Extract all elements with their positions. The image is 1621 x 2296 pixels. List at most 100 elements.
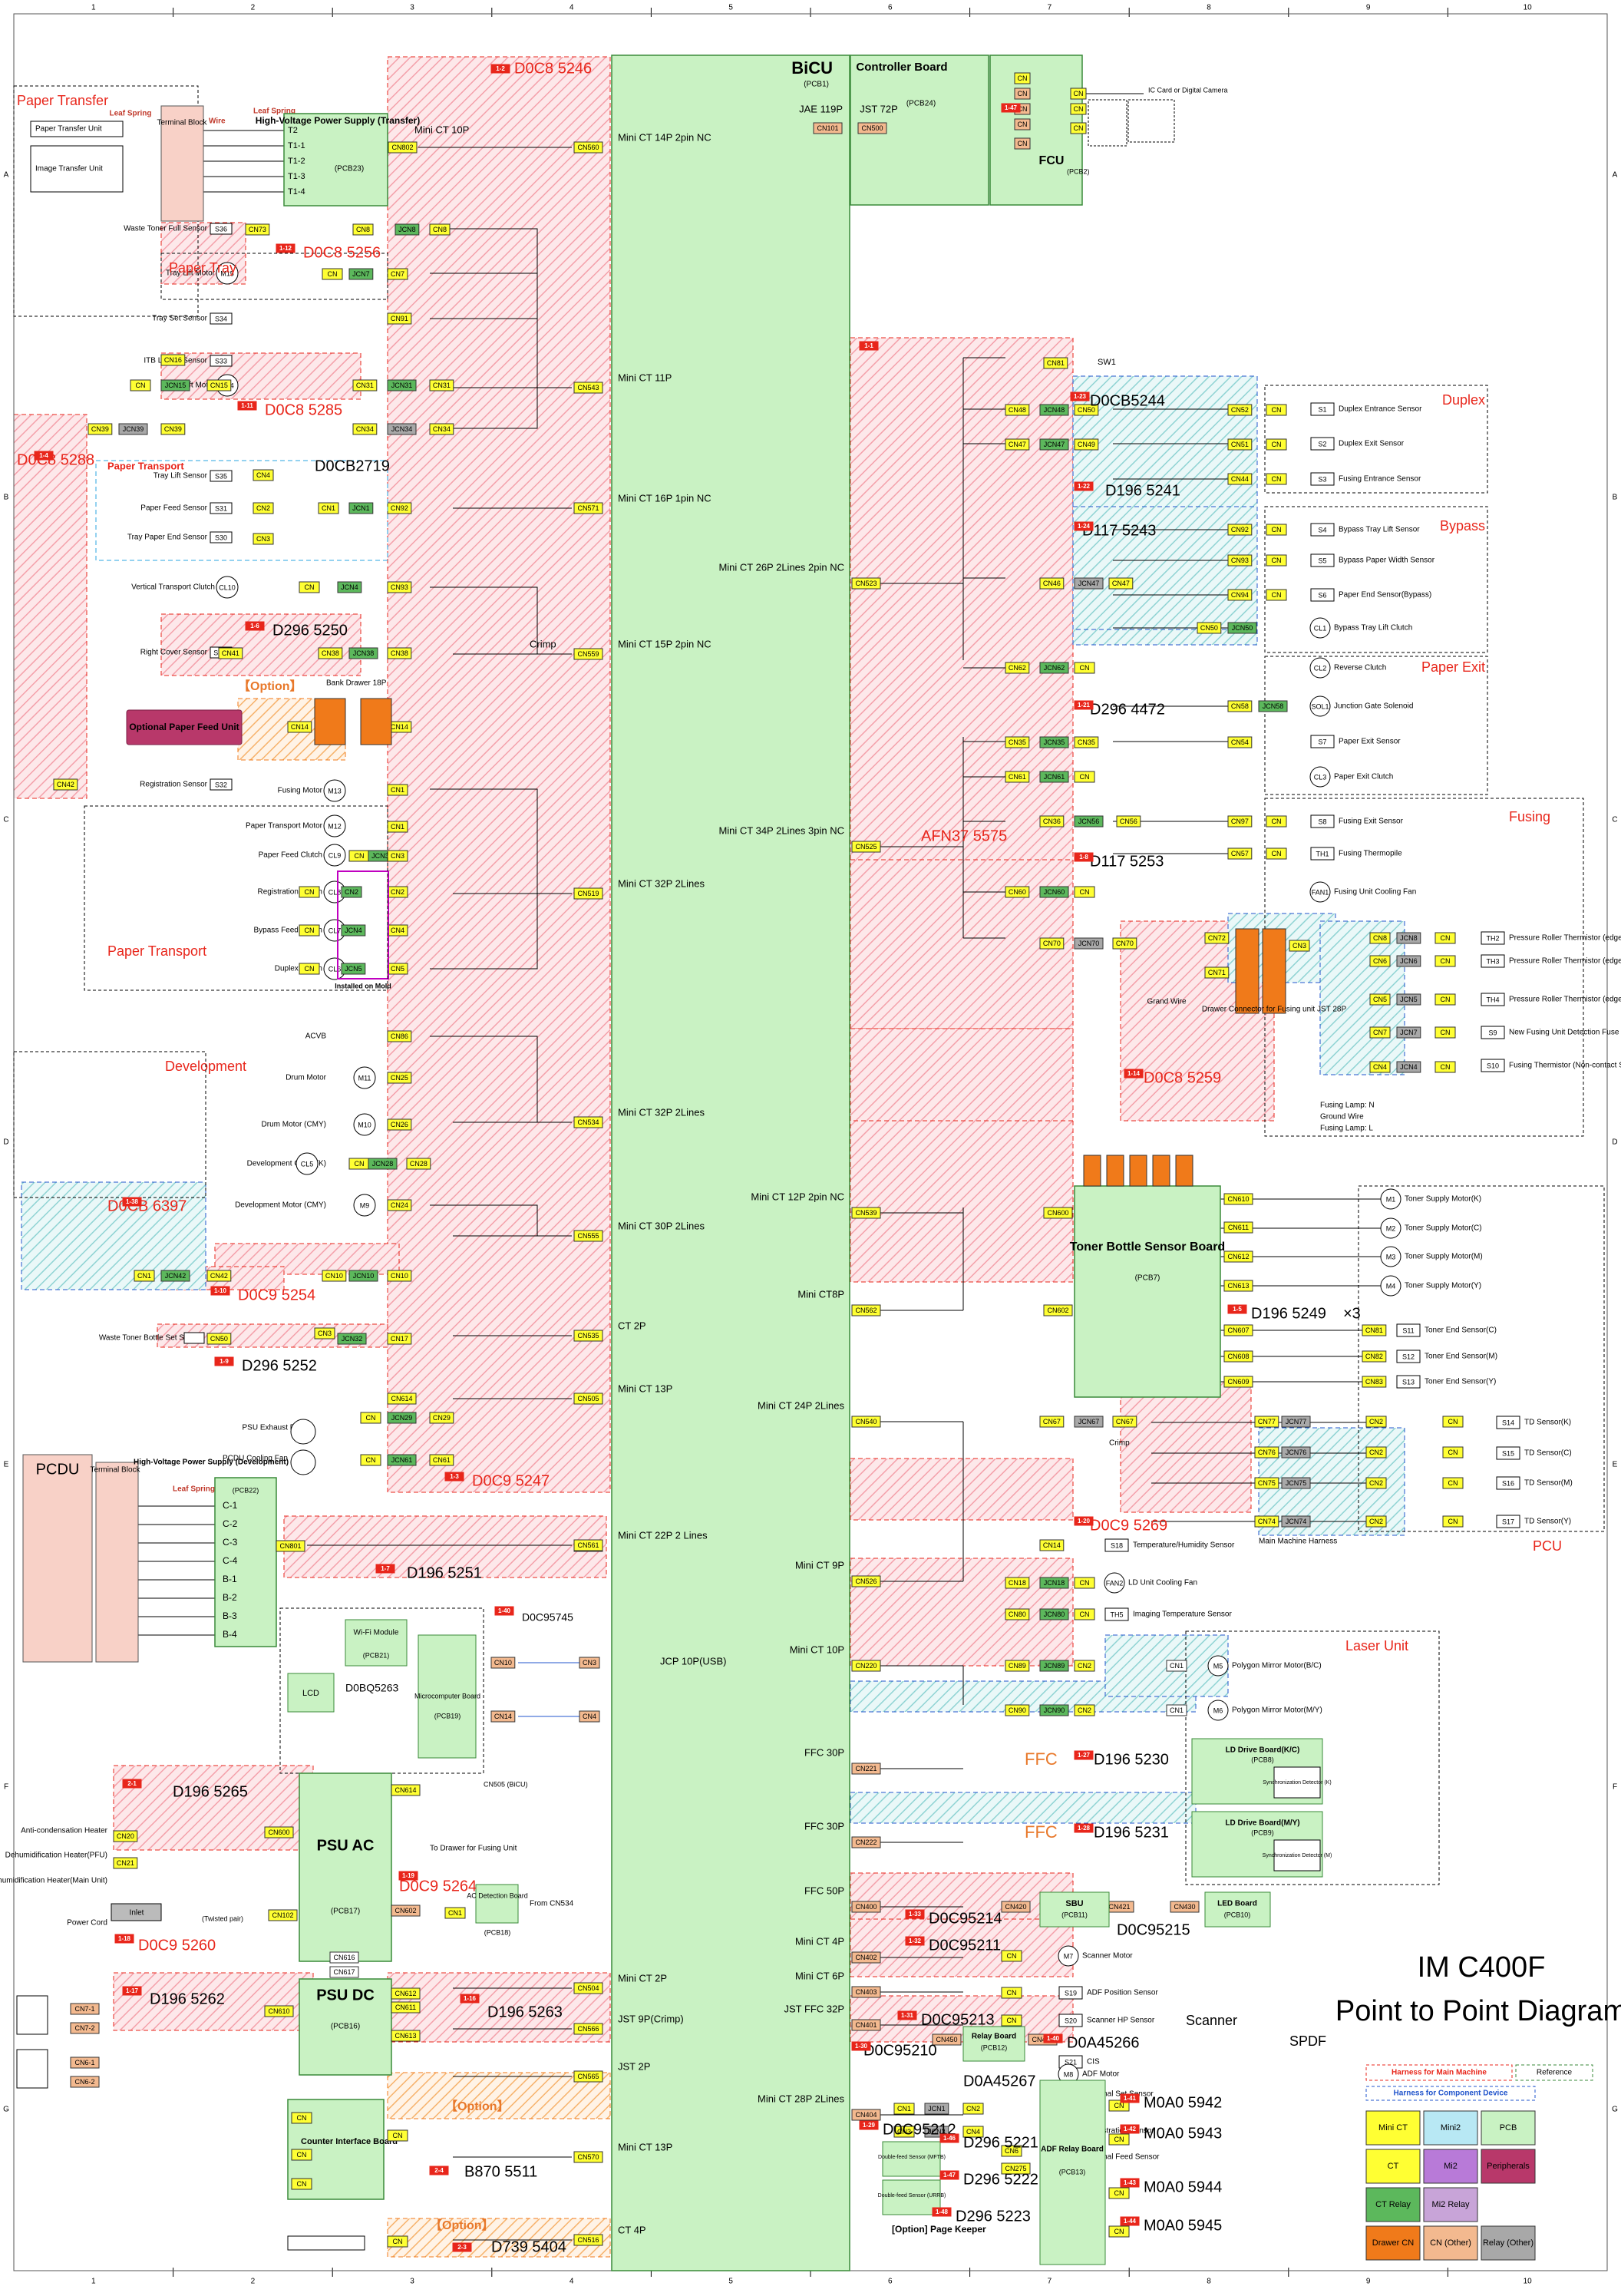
connector-label: CN bbox=[355, 852, 365, 860]
connector bbox=[1001, 2145, 1022, 2157]
connector-label: CN bbox=[1018, 121, 1028, 128]
connector-label: CN275 bbox=[1005, 2165, 1026, 2172]
sensor-box bbox=[1310, 588, 1335, 602]
connector-label: CN600 bbox=[268, 1829, 289, 1836]
connector bbox=[1108, 2225, 1130, 2238]
device-label: Scanner Motor bbox=[1082, 1952, 1133, 1961]
connector bbox=[1074, 886, 1095, 898]
connector-label: CN71 bbox=[1208, 969, 1226, 976]
connector bbox=[1434, 932, 1456, 944]
connector-label: JCN32 bbox=[342, 1335, 363, 1343]
device-label: TD Sensor(M) bbox=[1524, 1479, 1573, 1488]
psu-ac-board bbox=[299, 1772, 392, 1962]
connector-label: CN616 bbox=[333, 1954, 355, 1961]
connector-label: CN74 bbox=[1258, 1518, 1276, 1525]
connector bbox=[851, 841, 881, 853]
connector-label: CN50 bbox=[210, 1335, 228, 1343]
harness-badge-label: 1-46 bbox=[943, 2135, 956, 2142]
harness-badge-label: 1-43 bbox=[1124, 2179, 1137, 2186]
label: PCDU Cooling Fan bbox=[223, 1455, 288, 1463]
hvps-transfer-board bbox=[283, 113, 388, 206]
connector-label: JCN74 bbox=[1286, 1518, 1307, 1525]
harness-number: D0C9 5269 bbox=[1090, 1517, 1167, 1534]
connector-label: CN73 bbox=[249, 226, 266, 233]
connector bbox=[387, 850, 408, 862]
connector bbox=[1281, 1416, 1311, 1428]
device-label: Paper Exit Sensor bbox=[1339, 738, 1401, 746]
connector-label: CN525 bbox=[855, 843, 877, 851]
connector bbox=[429, 379, 454, 391]
label: (PCB18) bbox=[484, 1928, 511, 1936]
sensor-id: S10 bbox=[1487, 1062, 1499, 1069]
device-circle bbox=[1104, 1572, 1125, 1594]
device-id: CL8 bbox=[328, 888, 342, 896]
sensor-box bbox=[210, 470, 233, 482]
device-id: CL5 bbox=[301, 1160, 314, 1168]
connector bbox=[851, 1836, 881, 1848]
harness-badge-label: 1-8 bbox=[1079, 854, 1088, 861]
harness-zone-component bbox=[1072, 506, 1258, 630]
harness-number: D0C8 5256 bbox=[303, 244, 381, 261]
connector bbox=[893, 2103, 915, 2115]
bicu-port-label: Mini CT8P bbox=[797, 1288, 844, 1300]
connector-label: JCN29 bbox=[391, 1414, 413, 1422]
connector-label: CN451 bbox=[1032, 2036, 1053, 2043]
connector-spec: Mini CT 10P bbox=[414, 124, 469, 135]
connector-label: CN41 bbox=[222, 649, 239, 657]
legend-label: CT Relay bbox=[1375, 2200, 1411, 2209]
harness-number: D0A45266 bbox=[1067, 2034, 1140, 2051]
harness-badge-label: 2-4 bbox=[434, 2167, 444, 2174]
connector-label: CN bbox=[1007, 2017, 1017, 2024]
harness-badge bbox=[1120, 2093, 1140, 2103]
connector-label: CN10 bbox=[325, 1272, 343, 1280]
connector-label: CN70 bbox=[1116, 940, 1134, 947]
device-label: LD Unit Cooling Fan bbox=[1128, 1579, 1197, 1587]
connector bbox=[1074, 937, 1104, 950]
bicu-port-label: JST 2P bbox=[618, 2060, 650, 2072]
label: To Drawer for Fusing Unit bbox=[430, 1845, 517, 1853]
bicu-port-label: Mini CT 14P 2pin NC bbox=[618, 131, 711, 143]
relay-box bbox=[16, 1995, 48, 2035]
device-label: Paper Feed Sensor bbox=[140, 504, 207, 513]
connector-label: CN76 bbox=[1258, 1449, 1276, 1456]
device-label: Bypass Paper Width Sensor bbox=[1339, 557, 1435, 565]
connector bbox=[391, 1784, 421, 1796]
connector-label: CN47 bbox=[1009, 441, 1026, 448]
device-label: Paper Exit Clutch bbox=[1334, 773, 1393, 781]
connector-label: CN31 bbox=[356, 382, 374, 389]
connector-label: CN504 bbox=[577, 1984, 599, 1992]
harness-number: D0C95210 bbox=[863, 2042, 937, 2059]
bicu-title: BiCU bbox=[791, 58, 833, 78]
connector-label: CN bbox=[1448, 1518, 1458, 1525]
label: SW1 bbox=[1098, 358, 1116, 367]
device-label: Waste Toner Full Sensor bbox=[124, 225, 208, 233]
connector bbox=[1266, 847, 1287, 860]
bicu-port-label: Mini CT 34P 2Lines 3pin NC bbox=[718, 824, 844, 836]
hvps-output: T1-2 bbox=[288, 157, 305, 166]
connector bbox=[444, 1907, 466, 1919]
fcu-peripheral bbox=[1088, 99, 1127, 147]
connector-label: CN613 bbox=[1227, 1282, 1249, 1290]
connector-label: JCN38 bbox=[353, 649, 375, 657]
connector bbox=[1043, 1207, 1073, 1219]
column-label: 5 bbox=[728, 4, 733, 12]
bicu-port-label: CT 4P bbox=[618, 2224, 646, 2235]
bicu-port-label: Mini CT 32P 2Lines bbox=[618, 1106, 705, 1118]
connector bbox=[1001, 2014, 1022, 2027]
device-id: M15 bbox=[220, 269, 234, 277]
device-circle bbox=[353, 1113, 376, 1136]
legend-swatch bbox=[1423, 2149, 1478, 2184]
connector-label: CN802 bbox=[391, 144, 413, 151]
sensor-id: S35 bbox=[215, 472, 227, 480]
connector-label: CN34 bbox=[356, 425, 374, 433]
connector-label: CN bbox=[1114, 2189, 1124, 2197]
connector bbox=[1001, 2162, 1031, 2175]
connector bbox=[118, 423, 148, 435]
connector bbox=[337, 1333, 367, 1345]
label: Harness for Main Machine bbox=[1392, 2069, 1487, 2077]
harness-badge bbox=[932, 2207, 952, 2217]
harness-number: D0C8 5288 bbox=[17, 451, 94, 468]
connector bbox=[1281, 1446, 1311, 1459]
connector-label: JCN77 bbox=[1286, 1418, 1307, 1426]
connector bbox=[851, 1901, 881, 1913]
